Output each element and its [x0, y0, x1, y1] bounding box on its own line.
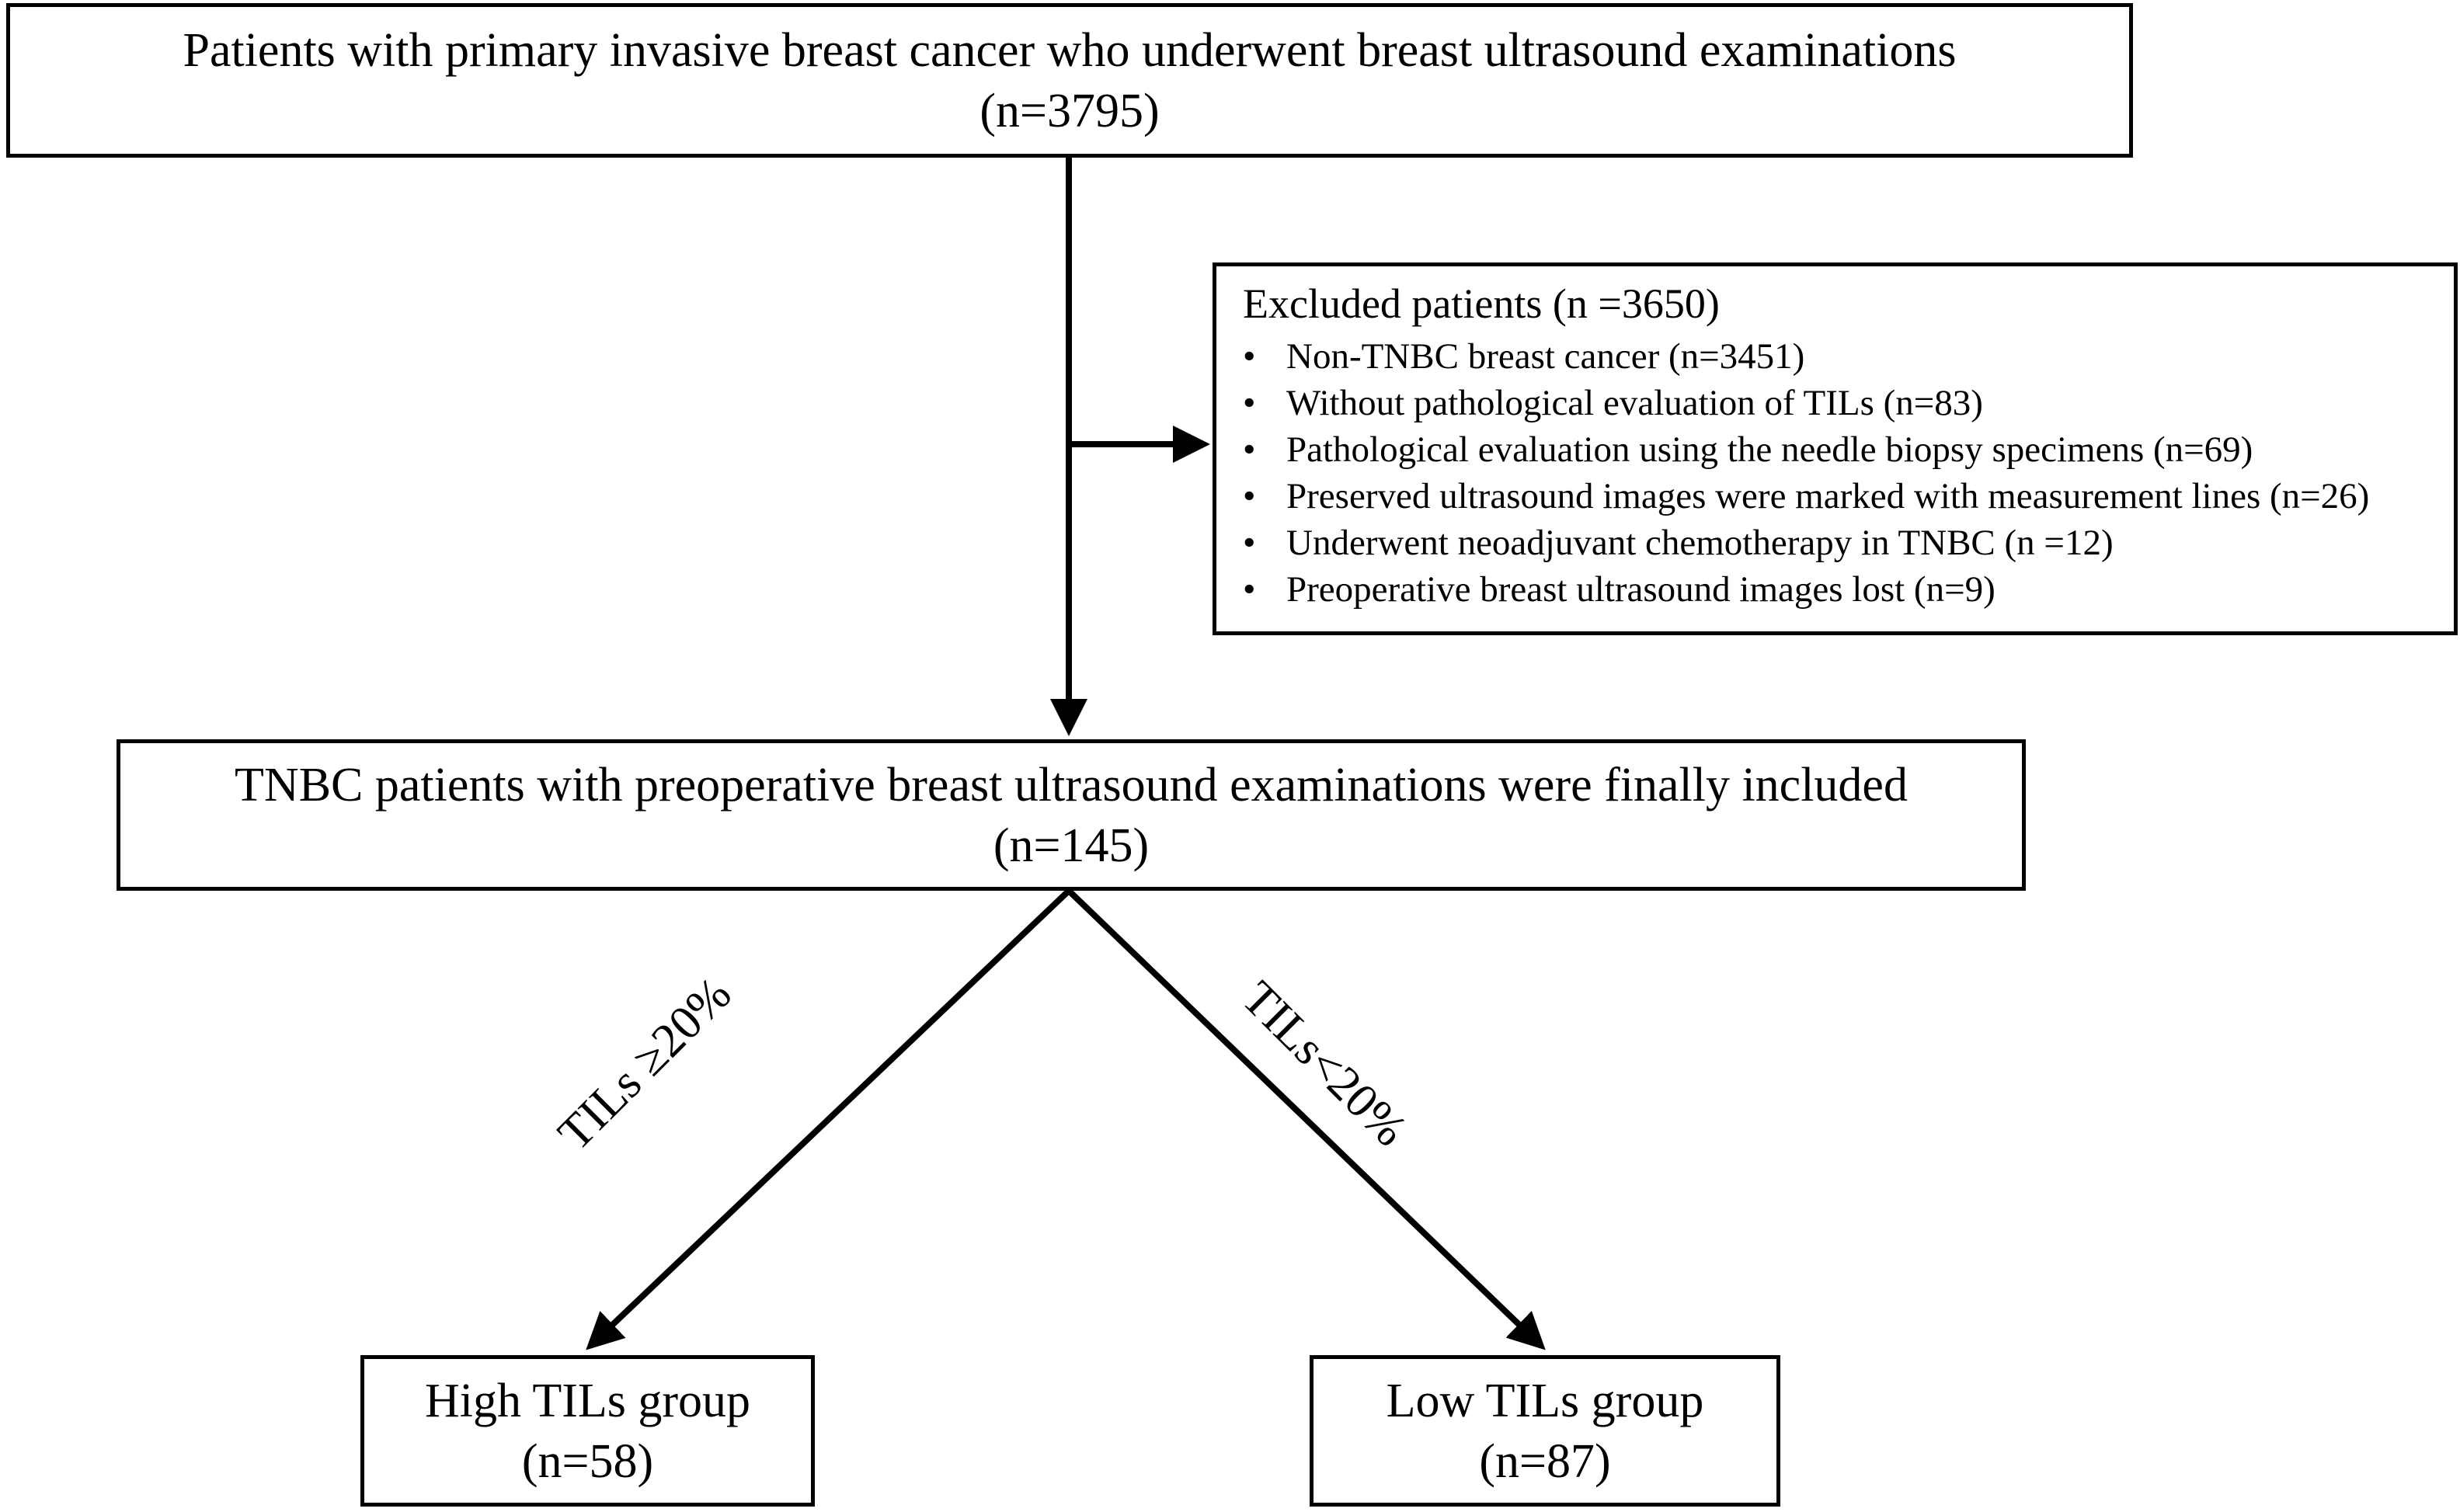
high-tils-group-count: (n=58) — [521, 1434, 654, 1488]
exclusion-item: Underwent neoadjuvant chemotherapy in TN… — [1243, 520, 2454, 566]
initial-population-count: (n=3795) — [979, 84, 1160, 137]
exclusion-item: Preserved ultrasound images were marked … — [1243, 473, 2454, 520]
high-tils-group-label: High TILs group — [424, 1374, 751, 1427]
initial-population-text: Patients with primary invasive breast ca… — [183, 23, 1957, 77]
exclusion-item: Non-TNBC breast cancer (n=3451) — [1243, 333, 2454, 380]
arrow-to-high-group — [586, 888, 1071, 1350]
low-tils-group-count: (n=87) — [1479, 1434, 1611, 1488]
exclusion-item: Preoperative breast ultrasound images lo… — [1243, 566, 2454, 613]
exclusion-item: Pathological evaluation using the needle… — [1243, 426, 2454, 473]
low-tils-group-label: Low TILs group — [1386, 1374, 1704, 1427]
included-patients-box: TNBC patients with preoperative breast u… — [117, 739, 2026, 891]
included-patients-text: TNBC patients with preoperative breast u… — [235, 758, 1908, 812]
excluded-patients-box: Excluded patients (n =3650) Non-TNBC bre… — [1213, 262, 2458, 635]
arrow-to-low-group — [1066, 888, 1546, 1350]
exclusion-list: Non-TNBC breast cancer (n=3451) Without … — [1243, 333, 2454, 613]
included-patients-count: (n=145) — [993, 819, 1150, 872]
exclusion-item: Without pathological evaluation of TILs … — [1243, 380, 2454, 426]
high-tils-group-box: High TILs group (n=58) — [360, 1355, 815, 1507]
low-tils-group-box: Low TILs group (n=87) — [1310, 1355, 1780, 1507]
initial-population-box: Patients with primary invasive breast ca… — [6, 3, 2133, 158]
excluded-title: Excluded patients (n =3650) — [1243, 280, 1720, 327]
